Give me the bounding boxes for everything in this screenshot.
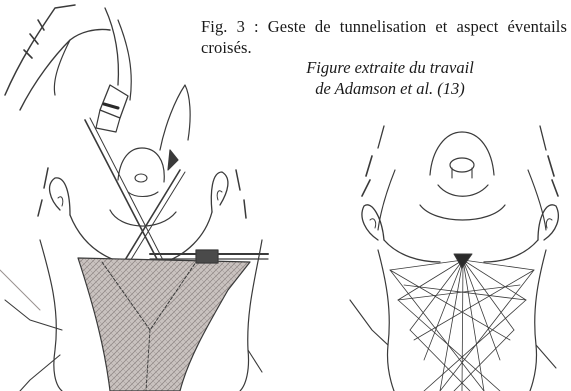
figure-caption: Fig. 3 : Geste de tunnelisation et aspec… bbox=[201, 16, 567, 58]
figure-credit-line-1: Figure extraite du travail bbox=[270, 57, 510, 78]
figure-credit: Figure extraite du travail de Adamson et… bbox=[270, 57, 510, 99]
left-neck-drawing bbox=[0, 5, 268, 391]
right-neck-drawing bbox=[350, 126, 558, 391]
crossed-fan-mesh bbox=[390, 260, 534, 391]
figure-credit-line-2: de Adamson et al. (13) bbox=[270, 78, 510, 99]
